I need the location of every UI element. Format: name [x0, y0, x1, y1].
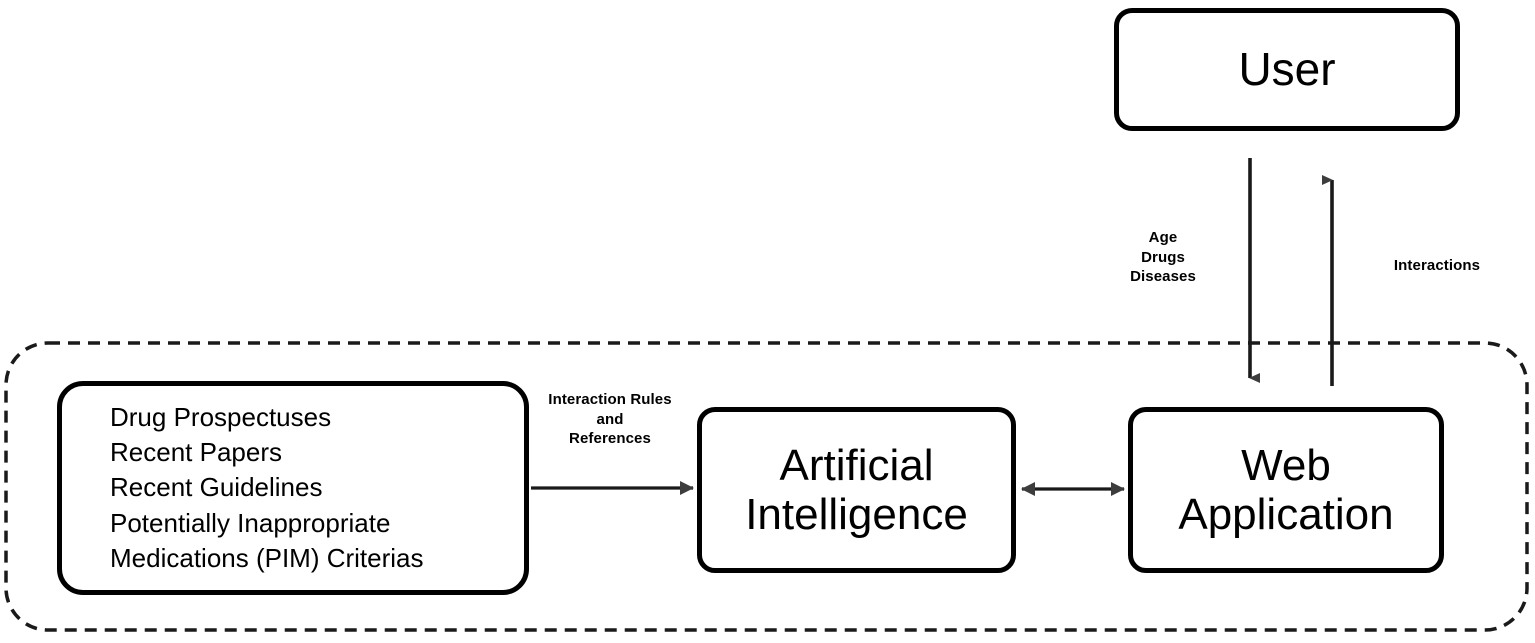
edge-label-line: Interaction Rules [548, 391, 672, 408]
edge-label-line: References [569, 430, 651, 447]
node-ai-label-line2: Intelligence [745, 490, 968, 539]
node-artificial-intelligence[interactable]: Artificial Intelligence [697, 407, 1016, 573]
node-web-application[interactable]: Web Application [1128, 407, 1444, 573]
node-user[interactable]: User [1114, 8, 1460, 131]
edge-label-line: Drugs [1141, 248, 1185, 266]
knowledge-base-list: Drug Prospectuses Recent Papers Recent G… [110, 400, 424, 575]
edge-label-line: Diseases [1130, 268, 1196, 285]
node-knowledge-base[interactable]: Drug Prospectuses Recent Papers Recent G… [57, 381, 529, 595]
list-item: Medications (PIM) Criterias [110, 542, 424, 573]
node-ai-label-line1: Artificial [779, 440, 934, 490]
edge-label-age-drugs-diseases: Age Drugs Diseases [1098, 228, 1228, 287]
list-item: Potentially Inappropriate [110, 507, 391, 538]
edge-label-line: and [596, 410, 624, 428]
list-item: Recent Papers [110, 437, 282, 468]
node-user-label: User [1238, 42, 1336, 95]
edge-label-interaction-rules: Interaction Rules and References [515, 390, 705, 449]
edge-label-line: Interactions [1393, 257, 1481, 274]
node-web-label-line2: Application [1178, 490, 1394, 539]
node-ai-label-stack: Artificial Intelligence [745, 441, 968, 540]
edge-label-interactions: Interactions [1372, 256, 1502, 276]
node-web-label-stack: Web Application [1178, 441, 1393, 540]
list-item: Recent Guidelines [110, 472, 323, 503]
list-item: Drug Prospectuses [110, 402, 332, 433]
edge-label-line: Age [1148, 229, 1178, 246]
node-web-label-line1: Web [1241, 440, 1331, 490]
